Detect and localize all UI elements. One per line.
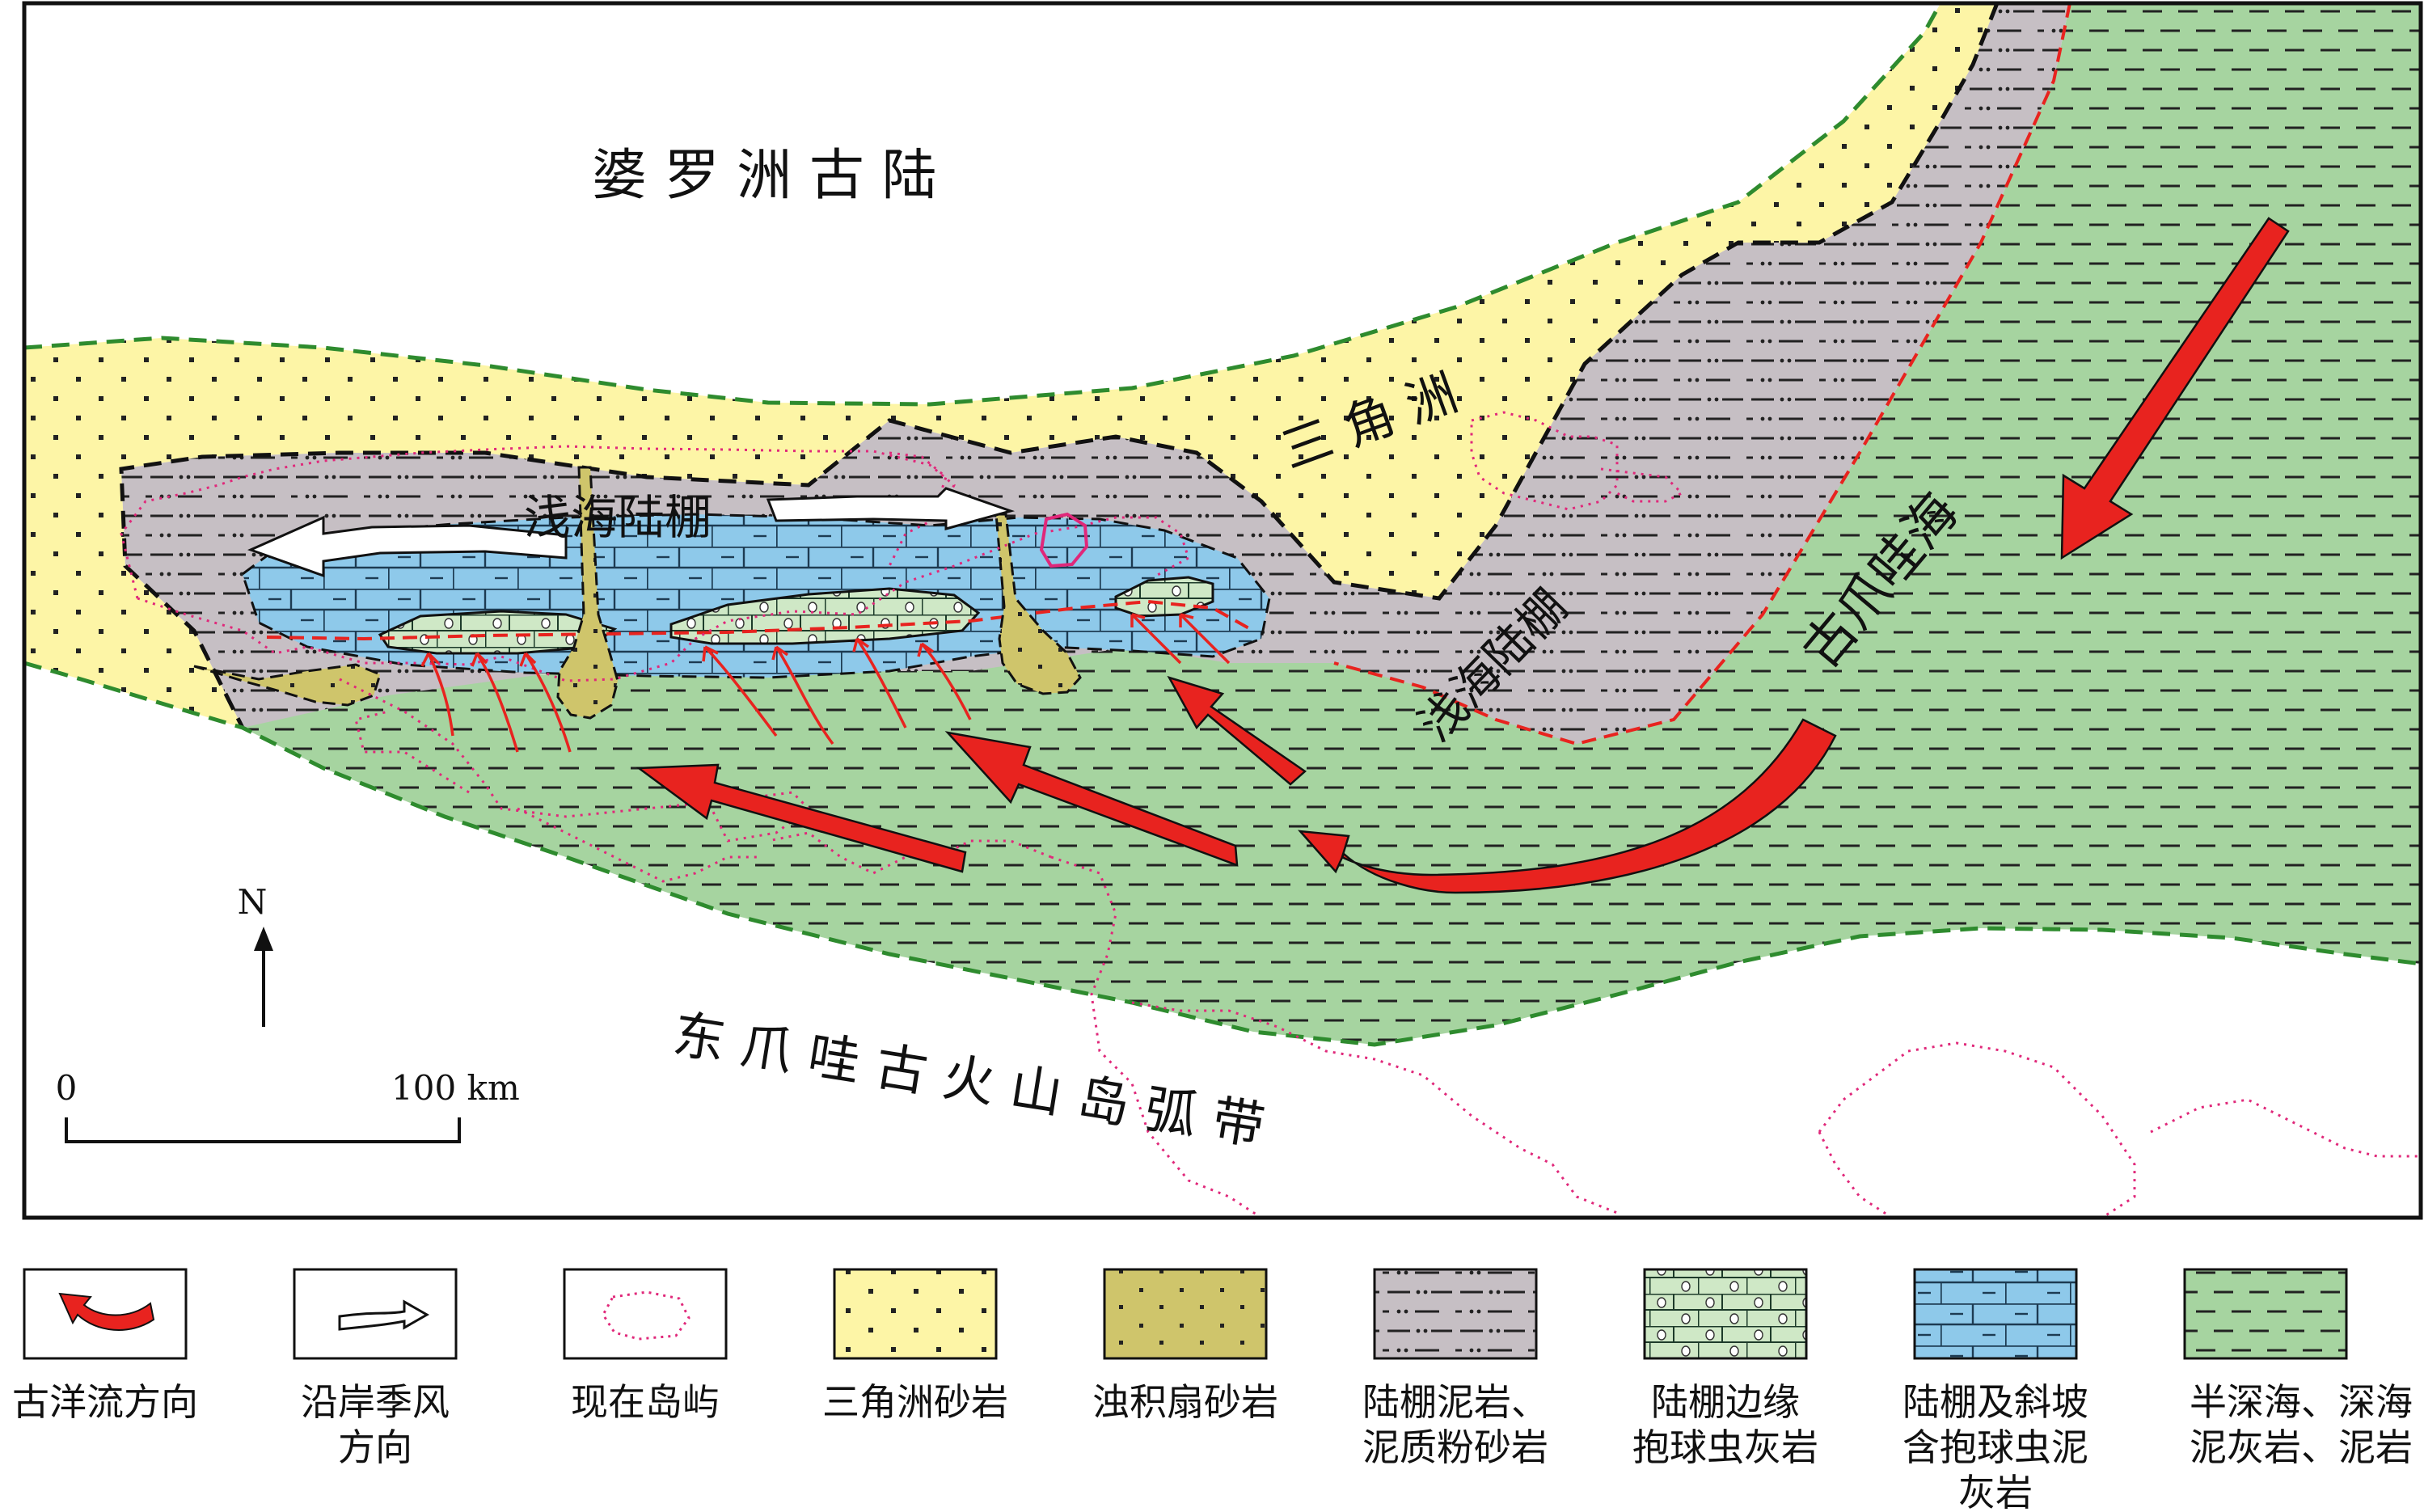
legend-swatch-deep bbox=[2183, 1268, 2348, 1360]
present-islands bbox=[120, 411, 2421, 1219]
legend-island-icon bbox=[602, 1290, 690, 1341]
legend-swatch-delta bbox=[833, 1268, 998, 1360]
delta-shelf-boundary bbox=[119, 2, 2000, 729]
current-arrow-arc bbox=[1297, 718, 1837, 894]
legend: 古洋流方向 沿岸季风方向 现在岛屿 三角洲砂岩 浊积扇砂岩 陆棚泥岩、泥质粉砂岩… bbox=[12, 1268, 2413, 1512]
shelf-margin-limestone-3 bbox=[1114, 576, 1214, 618]
paleo-current-arrows bbox=[636, 217, 2290, 894]
turbidite-fan-3 bbox=[995, 513, 1082, 695]
turbidite-fan-2 bbox=[556, 466, 619, 720]
legend-label-deep: 半深海、深海泥灰岩、泥岩 bbox=[2190, 1380, 2413, 1469]
legend-swatch-island bbox=[563, 1268, 728, 1360]
deep-sea-area bbox=[234, 3, 2421, 1045]
deep-arc-boundary bbox=[23, 661, 2422, 1047]
monsoon-arrow-east[interactable] bbox=[766, 487, 1016, 530]
svg-text:N: N bbox=[238, 882, 268, 922]
scale-bar: 0 100 km bbox=[56, 1068, 520, 1143]
label-borneo: 婆 罗 洲 古 陆 bbox=[592, 144, 936, 208]
legend-label-fan: 浊积扇砂岩 bbox=[1092, 1380, 1278, 1424]
map-frame bbox=[22, 1, 2423, 1220]
north-arrow: N bbox=[238, 882, 273, 1027]
legend-current-icon bbox=[58, 1292, 155, 1331]
label-shelf-west: 浅海陆棚 bbox=[524, 490, 712, 545]
current-arrow-w1 bbox=[944, 731, 1239, 867]
legend-swatch-margin bbox=[1643, 1268, 1808, 1360]
delta-outer-boundary bbox=[23, 2, 1943, 407]
current-arrow-nw bbox=[1167, 675, 1307, 786]
legend-label-delta: 三角洲砂岩 bbox=[822, 1380, 1008, 1424]
turbidite-fan-1 bbox=[193, 663, 382, 707]
legend-label-current: 古洋流方向 bbox=[12, 1380, 198, 1424]
monsoon-arrow-west[interactable] bbox=[247, 515, 568, 578]
scale-end: 100 km bbox=[391, 1068, 520, 1108]
legend-swatch-fan bbox=[1103, 1268, 1268, 1360]
legend-label-mud: 陆棚泥岩、泥质粉砂岩 bbox=[1362, 1380, 1548, 1469]
legend-swatch-mud bbox=[1373, 1268, 1538, 1360]
shelf-deep-boundary bbox=[1333, 2, 2071, 746]
legend-monsoon-icon bbox=[338, 1299, 430, 1331]
scale-zero: 0 bbox=[56, 1068, 78, 1108]
island-solid-outline bbox=[1039, 512, 1089, 568]
legend-label-margin: 陆棚边缘抱球虫灰岩 bbox=[1632, 1380, 1818, 1469]
small-current-arrows bbox=[420, 613, 1231, 753]
legend-label-monsoon: 沿岸季风方向 bbox=[301, 1380, 450, 1469]
legend-label-island: 现在岛屿 bbox=[571, 1380, 720, 1424]
legend-label-slope: 陆棚及斜坡含抱球虫泥灰岩 bbox=[1902, 1380, 2088, 1512]
current-arrow-se bbox=[2060, 217, 2290, 560]
legend-swatch-slope bbox=[1913, 1268, 2078, 1360]
current-arrow-w2 bbox=[636, 763, 967, 873]
delta-sandstone-area bbox=[24, 3, 1997, 728]
